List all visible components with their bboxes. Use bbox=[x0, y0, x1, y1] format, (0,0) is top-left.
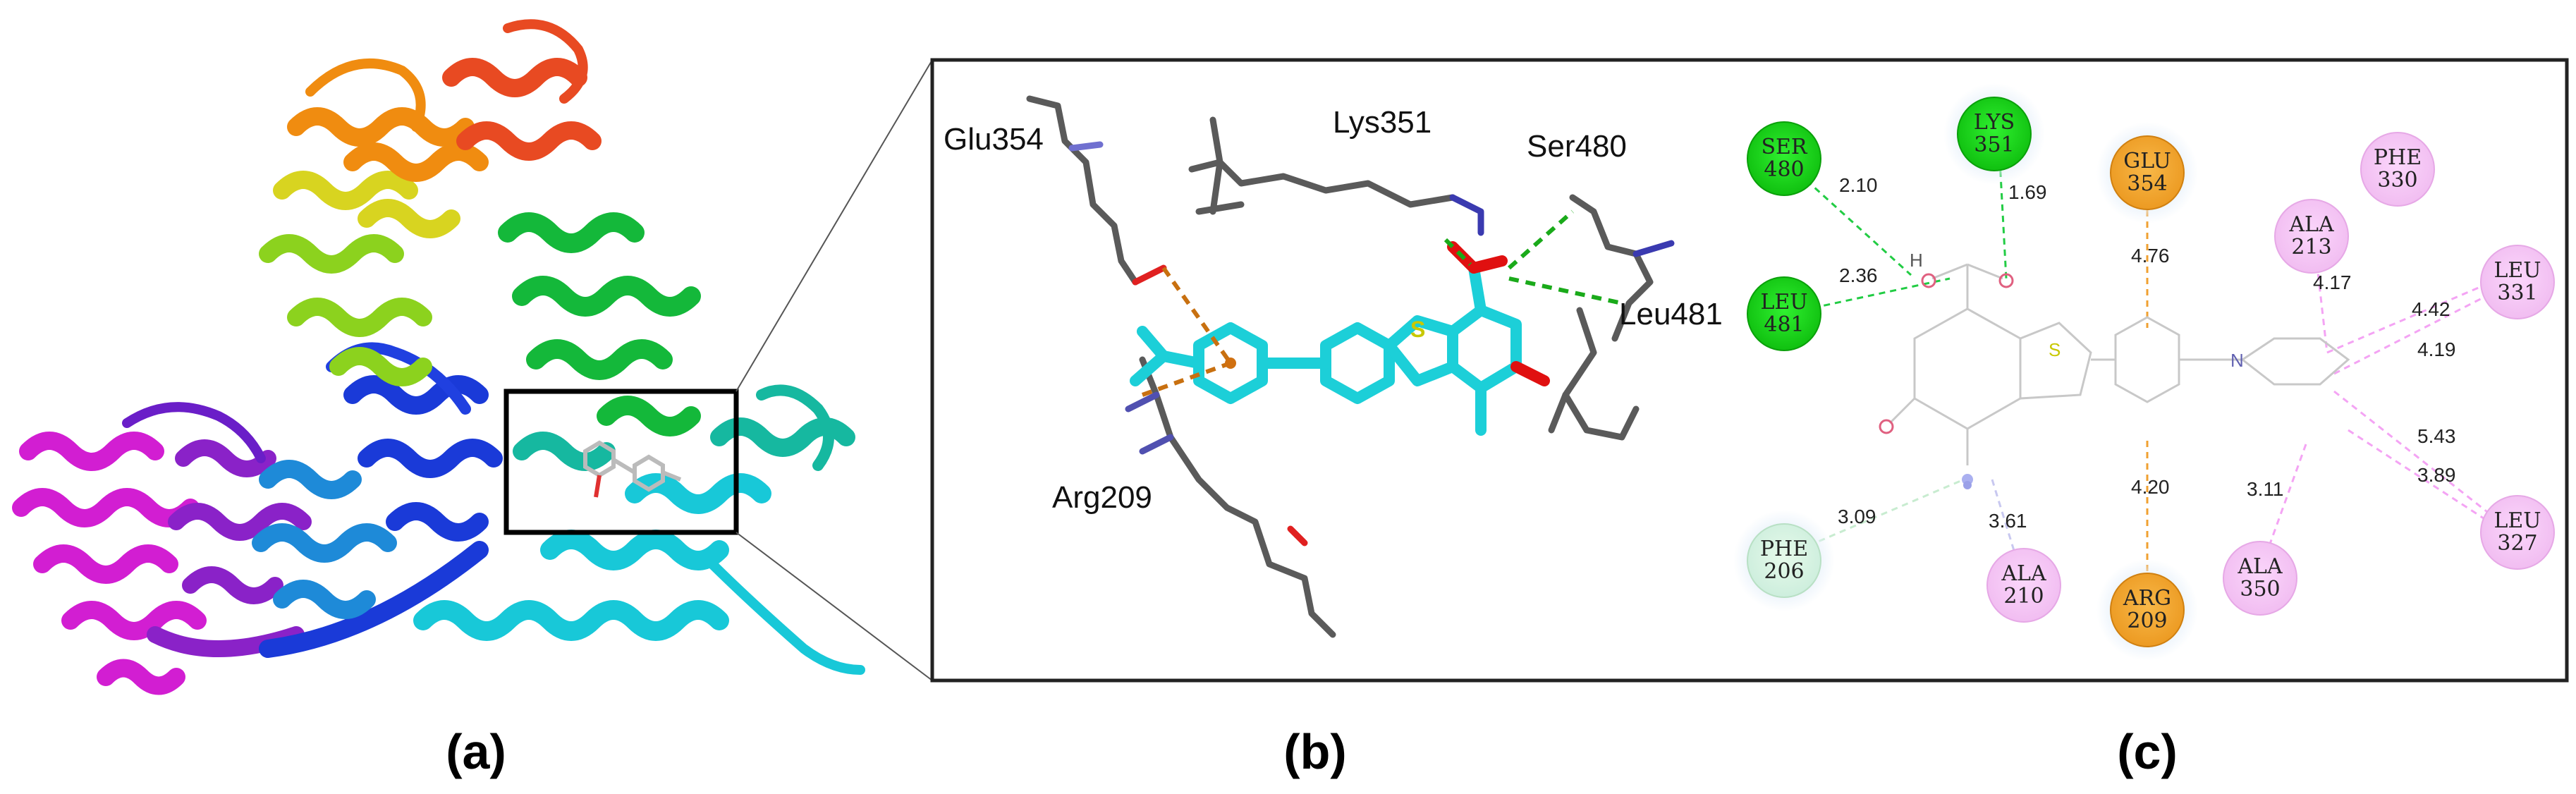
hbond-lines-b bbox=[1443, 209, 1623, 305]
residue-node-ala210: ALA 210 bbox=[1986, 548, 2061, 623]
distance-leu331-a: 4.42 bbox=[2412, 298, 2450, 320]
distance-leu331-b: 4.19 bbox=[2417, 338, 2456, 360]
node-ala350-num: 350 bbox=[2240, 577, 2280, 601]
node-lys351-num: 351 bbox=[1974, 133, 2014, 157]
bound-ligand-sticks bbox=[583, 440, 682, 498]
panel-label-c: (c) bbox=[2117, 724, 2178, 779]
residue-node-phe330: PHE 330 bbox=[2360, 132, 2435, 207]
node-ala210-name: ALA bbox=[2001, 561, 2046, 586]
zoom-line-bottom bbox=[735, 532, 933, 681]
residue-label-arg209: Arg209 bbox=[1052, 480, 1152, 515]
panel-c-2d-diagram: H S N SER 480 LYS 351 LEU 481 GLU 354 bbox=[1733, 83, 2555, 661]
distance-ala210: 3.61 bbox=[1989, 510, 2027, 532]
helix-orange bbox=[287, 59, 489, 182]
helix-teal bbox=[513, 384, 855, 471]
node-ala213-num: 213 bbox=[2291, 235, 2331, 259]
residue-node-ser480: SER 480 bbox=[1747, 121, 1821, 196]
distance-leu327-b: 3.89 bbox=[2417, 464, 2456, 486]
residue-label-lys351: Lys351 bbox=[1333, 105, 1432, 140]
ligand-2d-skeleton bbox=[1888, 263, 2350, 465]
residue-node-phe206: PHE 206 bbox=[1733, 510, 1835, 611]
helix-blue bbox=[259, 342, 503, 658]
atom-sulfur: S bbox=[2049, 339, 2061, 360]
node-phe330-num: 330 bbox=[2377, 168, 2417, 193]
zoom-panel-frame bbox=[930, 58, 2569, 683]
helix-green bbox=[498, 212, 701, 436]
pi-interaction-lines-b bbox=[1141, 267, 1233, 397]
zoom-line-top bbox=[735, 59, 933, 392]
helix-red bbox=[442, 19, 602, 161]
node-glu354-name: GLU bbox=[2123, 149, 2171, 173]
distance-arg209: 4.20 bbox=[2131, 476, 2170, 498]
panel-label-b: (b) bbox=[1283, 724, 1346, 779]
node-phe330-name: PHE bbox=[2374, 145, 2422, 170]
distance-leu327-a: 5.43 bbox=[2417, 425, 2456, 447]
node-leu327-num: 327 bbox=[2497, 531, 2537, 556]
helix-lightblue bbox=[252, 460, 397, 619]
distance-ser480: 2.10 bbox=[1839, 174, 1878, 196]
helix-yellowgreen bbox=[259, 234, 432, 386]
ring-centroid bbox=[1225, 358, 1236, 369]
residue-node-leu327: LEU 327 bbox=[2480, 495, 2555, 570]
distance-glu354: 4.76 bbox=[2131, 245, 2170, 267]
distance-ala350: 3.11 bbox=[2247, 478, 2283, 500]
panel-a-protein-structure bbox=[12, 19, 933, 695]
node-phe206-name: PHE bbox=[1760, 537, 1808, 561]
methyl-marker bbox=[1963, 481, 1972, 489]
helix-cyan bbox=[413, 473, 865, 675]
node-arg209-name: ARG bbox=[2123, 586, 2171, 611]
distance-leu481: 2.36 bbox=[1839, 264, 1878, 286]
protein-residue-sticks bbox=[1026, 95, 1675, 638]
residue-node-arg209: ARG 209 bbox=[2096, 559, 2198, 661]
node-ala350-name: ALA bbox=[2237, 554, 2283, 579]
residue-node-ala350: ALA 350 bbox=[2223, 541, 2297, 616]
node-leu327-name: LEU bbox=[2493, 508, 2541, 533]
residue-label-leu481: Leu481 bbox=[1619, 297, 1723, 331]
atom-hydrogen: H bbox=[1910, 250, 1923, 271]
sulfur-atom: S bbox=[1410, 317, 1425, 342]
residue-node-glu354: GLU 354 bbox=[2096, 122, 2198, 224]
helix-magenta bbox=[12, 432, 207, 695]
distance-ala213: 4.17 bbox=[2313, 271, 2352, 293]
distance-phe206: 3.09 bbox=[1838, 506, 1876, 527]
panel-b-binding-site: S Glu354 Lys351 Ser480 Leu481 Arg209 bbox=[944, 95, 1723, 638]
node-ala213-name: ALA bbox=[2288, 212, 2334, 237]
node-leu331-num: 331 bbox=[2497, 281, 2537, 305]
ligand-sticks bbox=[1130, 241, 1550, 436]
node-leu481-name: LEU bbox=[1760, 290, 1807, 314]
node-ala210-num: 210 bbox=[2003, 584, 2044, 609]
node-leu481-num: 481 bbox=[1764, 312, 1804, 337]
ligand-heteroatoms bbox=[1879, 273, 2014, 434]
node-ser480-num: 480 bbox=[1764, 157, 1804, 182]
panel-label-a: (a) bbox=[446, 724, 506, 779]
residue-node-ala213: ALA 213 bbox=[2274, 199, 2349, 274]
residue-label-ser480: Ser480 bbox=[1527, 129, 1627, 164]
node-phe206-num: 206 bbox=[1764, 559, 1804, 584]
distance-lys351: 1.69 bbox=[2008, 181, 2047, 203]
helix-yellow bbox=[273, 171, 460, 238]
node-ser480-name: SER bbox=[1761, 135, 1807, 159]
residue-label-glu354: Glu354 bbox=[944, 122, 1044, 157]
residue-node-lys351: LYS 351 bbox=[1943, 83, 2045, 185]
zoom-box bbox=[503, 389, 739, 535]
node-glu354-num: 354 bbox=[2127, 171, 2167, 196]
node-lys351-name: LYS bbox=[1974, 110, 2015, 135]
atom-nitrogen: N bbox=[2230, 350, 2244, 371]
node-arg209-num: 209 bbox=[2127, 609, 2167, 633]
residue-node-leu331: LEU 331 bbox=[2480, 245, 2555, 319]
residue-node-leu481: LEU 481 bbox=[1747, 276, 1821, 351]
node-leu331-name: LEU bbox=[2493, 258, 2541, 283]
